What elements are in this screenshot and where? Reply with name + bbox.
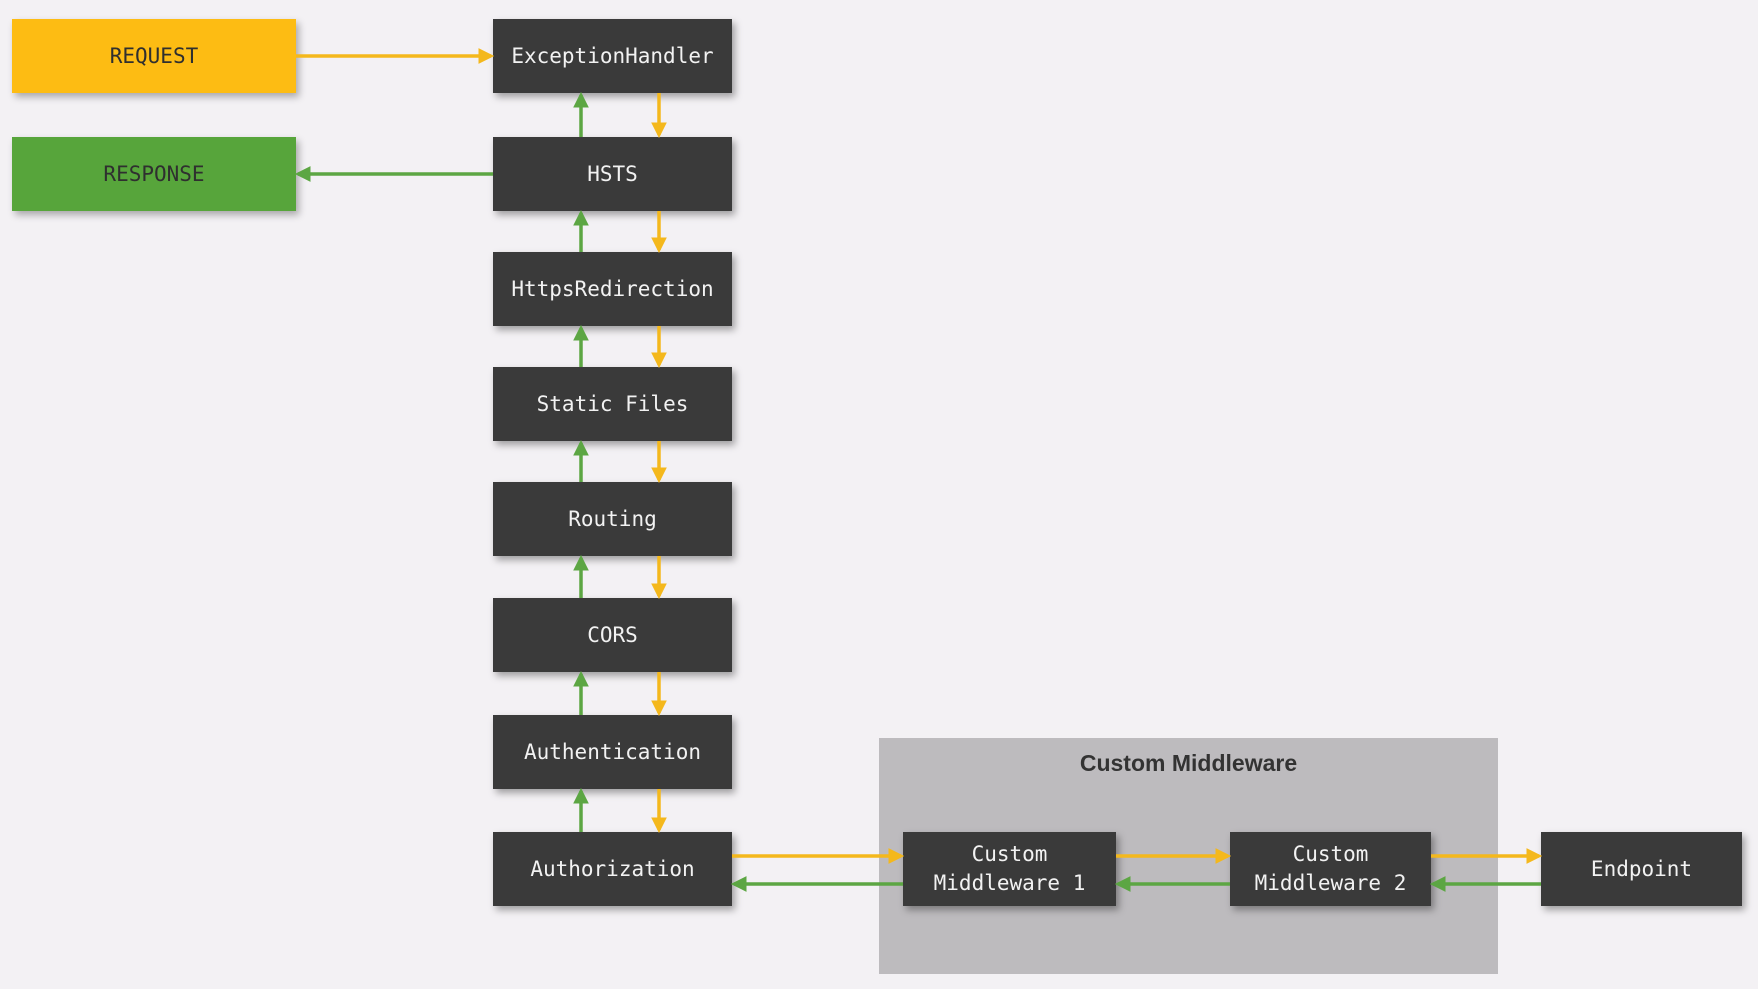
authentication-node: Authentication (493, 715, 732, 789)
response-box: RESPONSE (12, 137, 296, 211)
routing-node: Routing (493, 482, 732, 556)
exception-handler-node: ExceptionHandler (493, 19, 732, 93)
https-redirection-node: HttpsRedirection (493, 252, 732, 326)
cors-node: CORS (493, 598, 732, 672)
custom-middleware-group-title: Custom Middleware (1079, 750, 1298, 776)
authorization-node: Authorization (493, 832, 732, 906)
endpoint-node: Endpoint (1541, 832, 1742, 906)
static-files-node: Static Files (493, 367, 732, 441)
request-box: REQUEST (12, 19, 296, 93)
custom-middleware-1-node: Custom Middleware 1 (903, 832, 1116, 906)
custom-middleware-2-node: Custom Middleware 2 (1230, 832, 1431, 906)
hsts-node: HSTS (493, 137, 732, 211)
